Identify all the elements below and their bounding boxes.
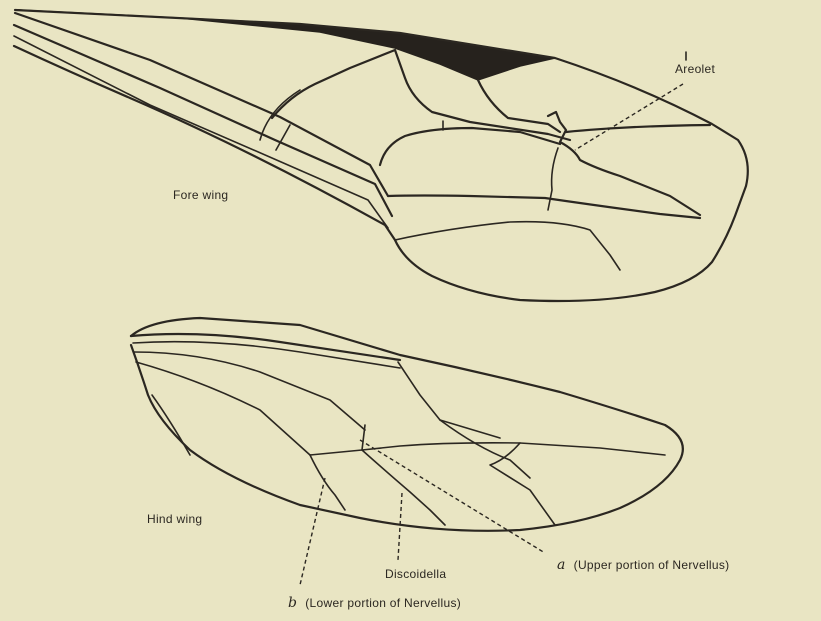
hind-wing-discoidella-vein [362, 450, 445, 525]
discoidella-label: Discoidella [385, 567, 446, 581]
hind-wing-label: Hind wing [147, 512, 202, 526]
hind-wing-rear-vein [440, 420, 530, 478]
fore-wing-outline [14, 10, 748, 301]
letter-b: b [288, 595, 297, 611]
hind-wing-outline [131, 318, 683, 531]
hind-wing-nervellus-lower [310, 455, 345, 510]
lower-nervellus-leader [300, 478, 325, 585]
fore-wing-outer-crossvein [566, 125, 710, 132]
fore-wing [14, 10, 748, 301]
fore-wing-label: Fore wing [173, 188, 228, 202]
fore-wing-cubital-cell [380, 128, 560, 165]
lower-nervellus-text: (Lower portion of Nervellus) [305, 596, 461, 610]
fore-wing-discoidal-cell [388, 196, 700, 219]
hind-wing [131, 318, 683, 585]
areolet-leader-line [575, 84, 683, 150]
upper-nervellus-label: a (Upper portion of Nervellus) [557, 557, 729, 573]
lower-nervellus-label: b (Lower portion of Nervellus) [288, 595, 461, 611]
upper-nervellus-text: (Upper portion of Nervellus) [574, 558, 730, 572]
upper-nervellus-leader [360, 440, 545, 553]
areolet-label: Areolet [675, 62, 715, 76]
fore-wing-brachial-vein [395, 222, 620, 270]
hind-wing-anal-lobe-vein [152, 395, 190, 455]
letter-a: a [557, 557, 566, 573]
fore-wing-costal-vein [15, 13, 388, 196]
discoidella-leader [398, 493, 402, 560]
